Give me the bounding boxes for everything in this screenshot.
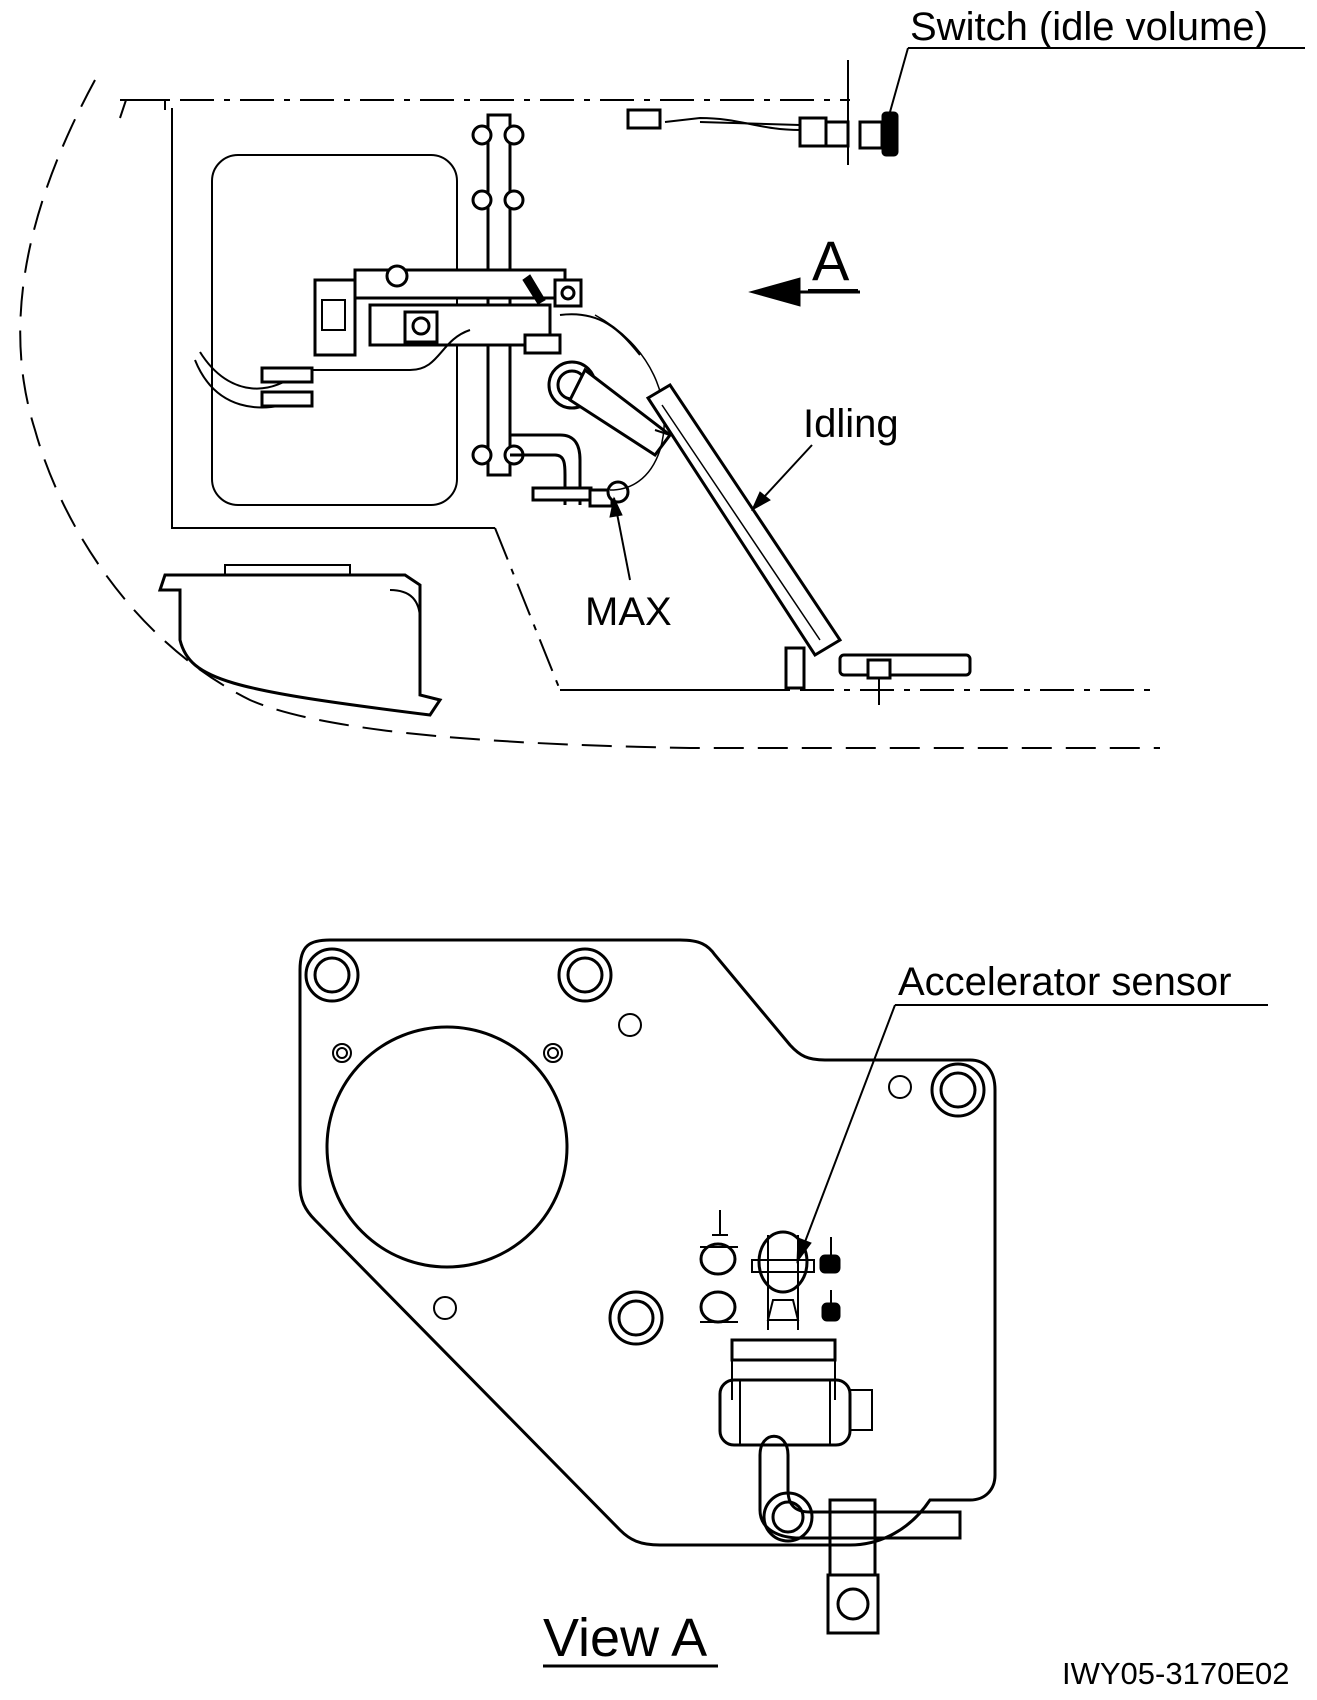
small-holes: [332, 1013, 912, 1320]
pedal-foot-plate: [838, 653, 972, 677]
switch-idle-volume-label: Switch (idle volume): [910, 5, 1268, 49]
plate-bolts: [471, 124, 525, 466]
large-hole: [325, 1025, 569, 1269]
mounting-bosses: [304, 947, 986, 1543]
idling-label: Idling: [803, 402, 899, 446]
accelerator-pedal: [645, 382, 843, 658]
bracket-outline: [171, 108, 495, 529]
figure-code: IWY05-3170E02: [1062, 1656, 1289, 1691]
pivot-arm: [568, 367, 673, 458]
accelerator-sensor-assembly: [699, 1210, 962, 1635]
idling-leader-head: [750, 491, 771, 512]
view-a-arrowhead: [748, 277, 801, 307]
sensor-bracket: [730, 1338, 837, 1362]
foot-rest: [157, 573, 443, 717]
accelerator-sensor-leader-head: [796, 1237, 812, 1264]
view-a-title: View A: [543, 1608, 707, 1668]
stopper-bracket: [510, 433, 582, 505]
side-view: [19, 60, 1160, 749]
arm-tube: [758, 1434, 962, 1540]
bracket-outline-dash: [494, 527, 561, 691]
switch-knob: [881, 111, 899, 157]
view-arrow-letter: A: [812, 229, 850, 292]
max-leader-head: [609, 496, 623, 518]
accelerator-sensor-leader: [799, 1004, 1268, 1256]
upper-left-hook: [119, 99, 166, 119]
sensor-shaft: [757, 1230, 809, 1294]
max-label: MAX: [585, 590, 672, 634]
view-a: [298, 938, 997, 1635]
accelerator-sensor-label: Accelerator sensor: [898, 960, 1231, 1004]
cab-outline: [19, 79, 1160, 749]
bracket-plate: [298, 938, 997, 1547]
switch-leader: [889, 47, 1305, 113]
